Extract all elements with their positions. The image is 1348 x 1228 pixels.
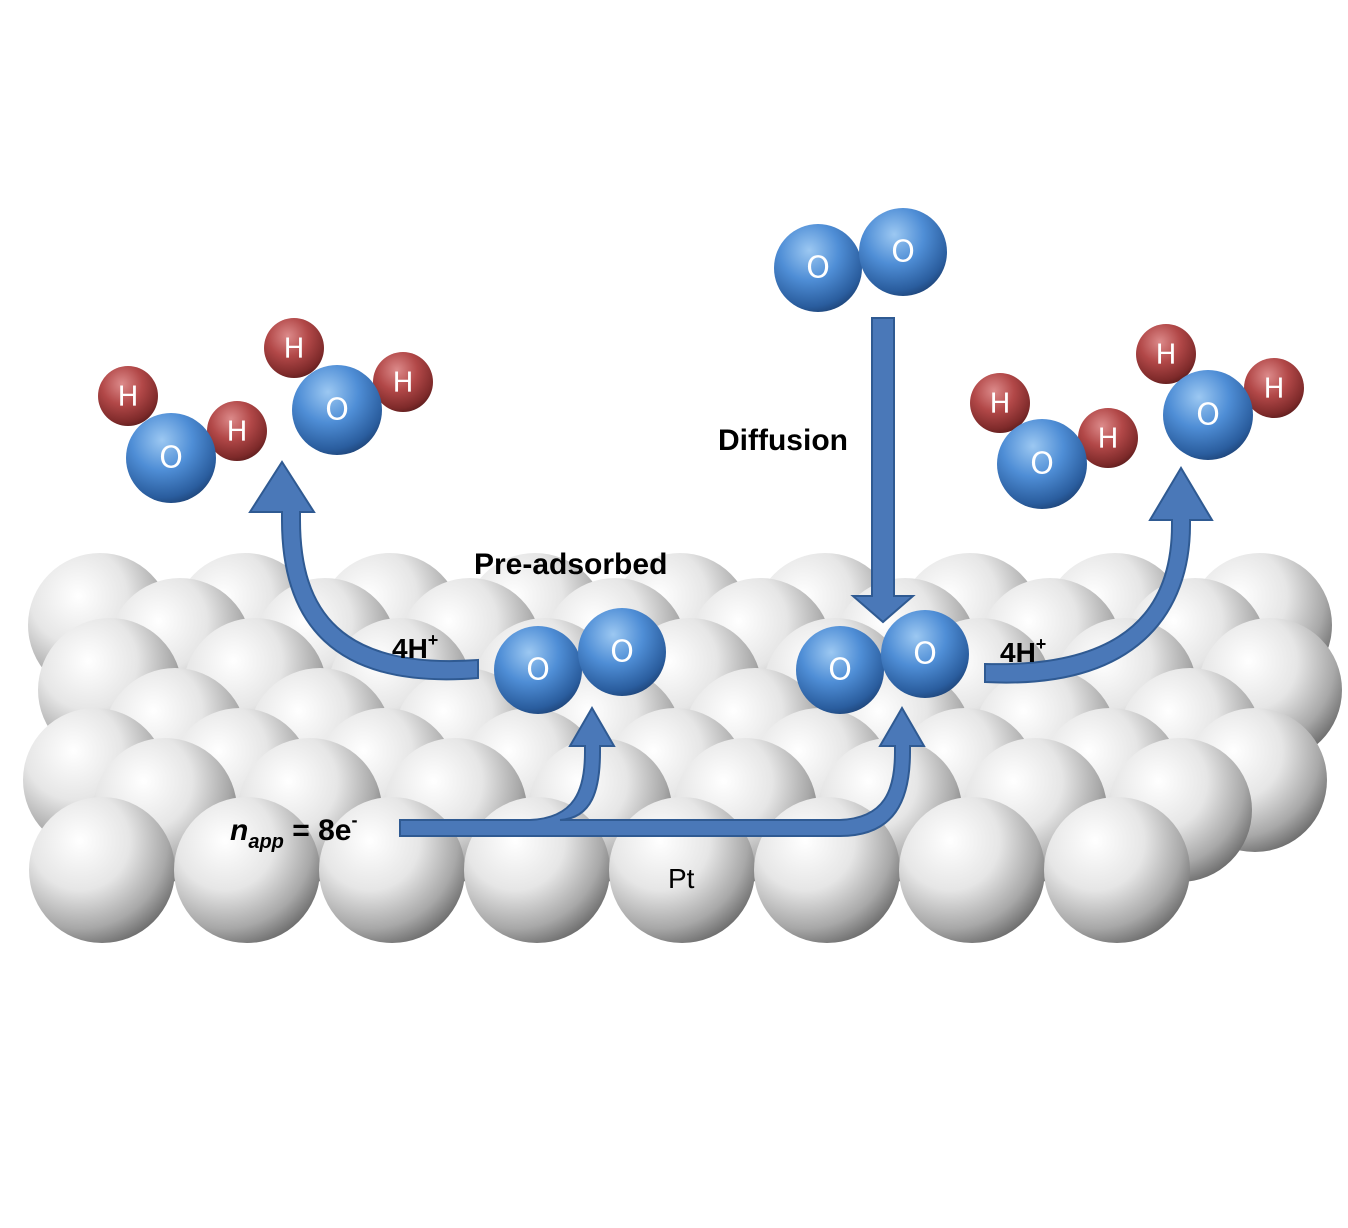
- hydrogen-symbol: H: [1155, 338, 1176, 371]
- hydrogen-sphere: [264, 318, 324, 378]
- hydrogen-atom: H: [98, 366, 158, 426]
- platinum-atom: [174, 797, 320, 943]
- oxygen-symbol: O: [325, 393, 349, 428]
- electron-transfer-arrow: [399, 706, 926, 837]
- hydrogen-atom: H: [264, 318, 324, 378]
- right-protons-text: 4H: [1000, 637, 1036, 668]
- hydrogen-symbol: H: [1263, 372, 1284, 405]
- oxygen-sphere: [1163, 370, 1253, 460]
- left-protons-charge: +: [428, 630, 439, 650]
- oxygen-sphere: [774, 224, 862, 312]
- oxygen-symbol: O: [1196, 398, 1220, 433]
- platinum-atom: [899, 797, 1045, 943]
- oxygen-symbol: O: [610, 635, 634, 670]
- hydrogen-sphere: [1136, 324, 1196, 384]
- oxygen-symbol: O: [806, 251, 830, 286]
- oxygen-symbol: O: [526, 653, 550, 688]
- hydrogen-sphere: [1078, 408, 1138, 468]
- oxygen-symbol: O: [1030, 447, 1054, 482]
- diffusion-arrow: [850, 317, 916, 624]
- platinum-atom: [29, 797, 175, 943]
- diffusion-label: Diffusion: [718, 424, 848, 457]
- left-water-release-arrow: [248, 460, 479, 681]
- oxygen-atom: O: [1163, 370, 1253, 460]
- oxygen-symbol: O: [891, 235, 915, 270]
- hydrogen-atom: H: [1078, 408, 1138, 468]
- oxygen-atom: O: [494, 626, 582, 714]
- oxygen-sphere: [126, 413, 216, 503]
- oxygen-sphere: [997, 419, 1087, 509]
- oxygen-sphere: [859, 208, 947, 296]
- hydrogen-atom: H: [373, 352, 433, 412]
- right-protons-charge: +: [1036, 634, 1047, 654]
- hydrogen-sphere: [970, 373, 1030, 433]
- electron-count-label: napp = 8e-: [230, 810, 357, 853]
- hydrogen-symbol: H: [1097, 422, 1118, 455]
- platinum-label: Pt: [668, 863, 695, 894]
- oxygen-atom: O: [997, 419, 1087, 509]
- pre-adsorbed-label: Pre-adsorbed: [474, 548, 667, 581]
- electron-count-equals: = 8e: [284, 814, 352, 847]
- oxygen-sphere: [881, 610, 969, 698]
- oxygen-sphere: [796, 626, 884, 714]
- electron-count-subscript: app: [248, 831, 284, 853]
- left-protons-text: 4H: [392, 633, 428, 664]
- oxygen-symbol: O: [828, 653, 852, 688]
- platinum-atom: [1044, 797, 1190, 943]
- hydrogen-symbol: H: [226, 415, 247, 448]
- oxygen-symbol: O: [913, 637, 937, 672]
- right-water-release-arrow: [984, 466, 1214, 684]
- hydrogen-symbol: H: [283, 332, 304, 365]
- oxygen-atom: O: [881, 610, 969, 698]
- oxygen-sphere: [494, 626, 582, 714]
- oxygen-sphere: [292, 365, 382, 455]
- oxygen-atom: O: [126, 413, 216, 503]
- hydrogen-atom: H: [970, 373, 1030, 433]
- oxygen-atom: O: [796, 626, 884, 714]
- electron-count-charge: -: [351, 810, 357, 830]
- hydrogen-sphere: [373, 352, 433, 412]
- oxygen-atom: O: [292, 365, 382, 455]
- hydrogen-sphere: [207, 401, 267, 461]
- electron-count-n: n: [230, 814, 248, 847]
- oxygen-sphere: [578, 608, 666, 696]
- oxygen-atom: O: [774, 224, 862, 312]
- right-protons-label: 4H+: [1000, 634, 1046, 668]
- oxygen-atom: O: [859, 208, 947, 296]
- arrows: [248, 317, 1214, 837]
- hydrogen-atom: H: [1136, 324, 1196, 384]
- oxygen-symbol: O: [159, 441, 183, 476]
- hydrogen-atom: H: [1244, 358, 1304, 418]
- oxygen-atom: O: [578, 608, 666, 696]
- hydrogen-atom: H: [207, 401, 267, 461]
- hydrogen-sphere: [1244, 358, 1304, 418]
- hydrogen-symbol: H: [392, 366, 413, 399]
- hydrogen-sphere: [98, 366, 158, 426]
- hydrogen-symbol: H: [117, 380, 138, 413]
- hydrogen-symbol: H: [989, 387, 1010, 420]
- left-protons-label: 4H+: [392, 630, 438, 664]
